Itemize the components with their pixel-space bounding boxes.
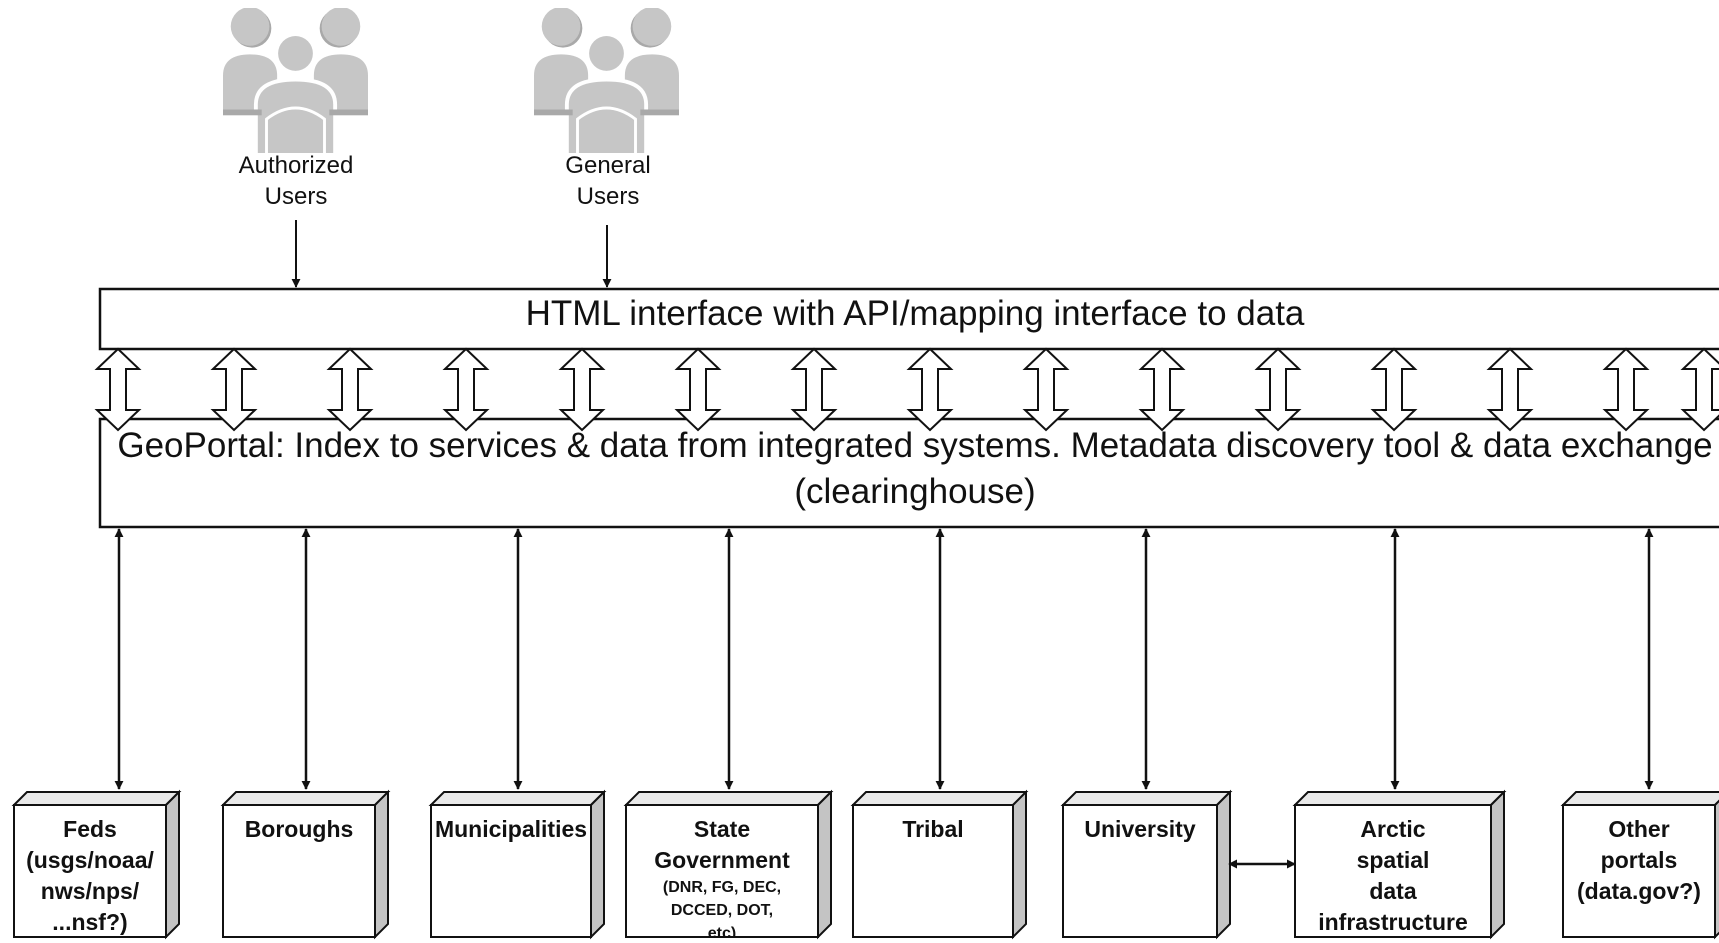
double-arrow-icon xyxy=(326,347,374,432)
double-arrow-icon xyxy=(1602,347,1650,432)
box-label-other: Other portals (data.gov?) xyxy=(1555,814,1719,937)
box-top-face xyxy=(428,791,607,806)
geoportal-title: GeoPortal: Index to services & data from… xyxy=(117,426,1713,511)
box-label-municipalities: Municipalities xyxy=(423,814,599,937)
users-group-icon xyxy=(534,8,679,153)
double-arrow-icon xyxy=(94,347,142,432)
geoportal-band xyxy=(98,417,1719,529)
box-title-university: University xyxy=(1084,816,1196,842)
interface-title: HTML interface with API/mapping interfac… xyxy=(525,294,1305,333)
box-arctic xyxy=(1294,804,1492,938)
hollow-double-arrows xyxy=(94,347,1719,432)
box-university xyxy=(1062,804,1218,938)
box-title-other: Other portals (data.gov?) xyxy=(1577,816,1701,904)
double-arrow-icon xyxy=(1022,347,1070,432)
authorized-users-label: Authorized Users xyxy=(238,152,354,210)
box-boroughs xyxy=(222,804,376,938)
box-title-boroughs: Boroughs xyxy=(244,816,354,842)
box-label-feds: Feds (usgs/noaa/ nws/nps/ ...nsf?) xyxy=(6,814,174,937)
users-group-icon xyxy=(223,8,368,153)
source-connectors xyxy=(114,528,1654,790)
box-top-face xyxy=(1560,791,1719,806)
box-title-tribal: Tribal xyxy=(902,816,964,842)
box-other xyxy=(1562,804,1716,938)
double-arrow-icon xyxy=(1138,347,1186,432)
box-title-state: State Government xyxy=(654,816,790,873)
double-arrow-icon xyxy=(1254,347,1302,432)
box-label-tribal: Tribal xyxy=(845,814,1021,937)
source-boxes xyxy=(11,789,1719,940)
box-feds xyxy=(13,804,167,938)
box-label-boroughs: Boroughs xyxy=(215,814,383,937)
double-arrow-icon xyxy=(1680,347,1719,432)
box-top-face xyxy=(11,791,182,806)
double-arrow-icon xyxy=(1370,347,1418,432)
box-top-face xyxy=(1292,791,1507,806)
double-arrow-icon xyxy=(210,347,258,432)
box-title-arctic: Arctic spatial data infrastructure xyxy=(1318,816,1468,935)
double-arrow-icon xyxy=(558,347,606,432)
box-top-face xyxy=(1060,791,1233,806)
double-arrow-icon xyxy=(674,347,722,432)
box-label-arctic: Arctic spatial data infrastructure xyxy=(1287,814,1499,937)
double-arrow-icon xyxy=(790,347,838,432)
double-arrow-icon xyxy=(1486,347,1534,432)
box-municipalities xyxy=(430,804,592,938)
box-subtitle-state: (DNR, FG, DEC, DCCED, DOT, etc) xyxy=(662,879,782,937)
box-tribal xyxy=(852,804,1014,938)
box-top-face xyxy=(220,791,391,806)
box-top-face xyxy=(850,791,1029,806)
general-users-label: General Users xyxy=(565,152,651,210)
double-arrow-icon xyxy=(906,347,954,432)
box-state xyxy=(625,804,819,938)
box-top-face xyxy=(623,791,834,806)
box-label-university: University xyxy=(1055,814,1225,937)
interface-band xyxy=(98,287,1719,351)
box-title-municipalities: Municipalities xyxy=(434,816,588,842)
box-label-state: State Government (DNR, FG, DEC, DCCED, DO… xyxy=(618,814,826,937)
double-arrow-icon xyxy=(442,347,490,432)
box-title-feds: Feds (usgs/noaa/ nws/nps/ ...nsf?) xyxy=(26,816,154,935)
